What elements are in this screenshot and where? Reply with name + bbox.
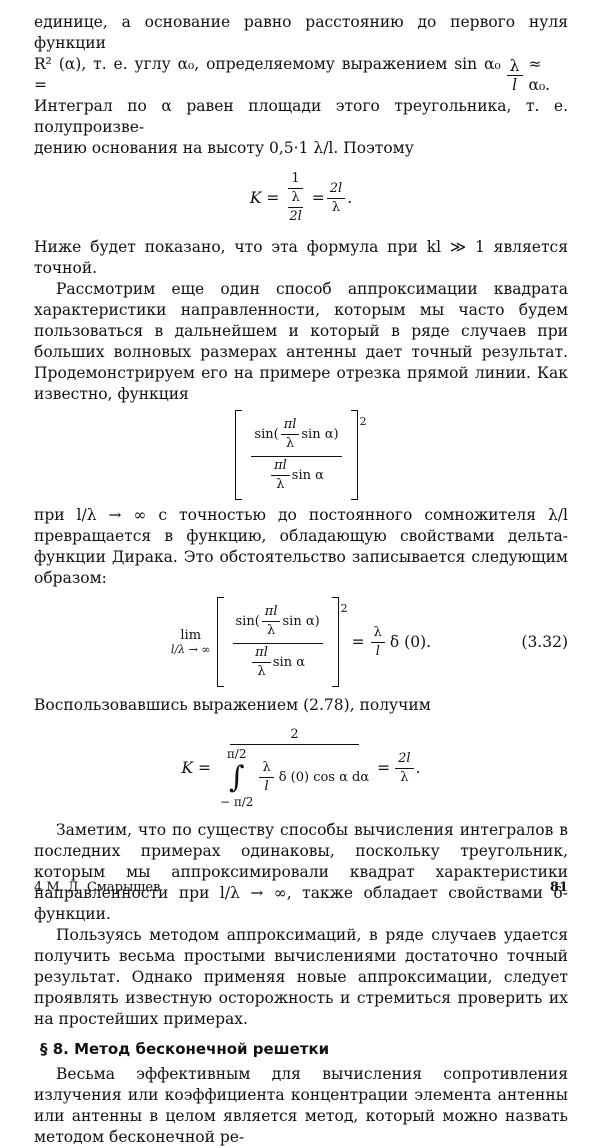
fraction-numerator: λ [506,57,523,76]
eq3-inner-fraction: πl λ [261,603,281,640]
eq3-den-den: λ [257,664,266,679]
eq3-lim-sub: l/λ → ∞ [170,643,211,656]
fraction-denominator: l [512,75,518,94]
eq1-nested-fraction: λ 2l [286,189,304,226]
eq3-den-fraction: πl λ [252,644,271,681]
eq1-nested-num: λ [288,189,303,208]
page-number: 81 [549,880,568,895]
text-line-2: R² (α), т. е. углу α₀, определяемому выр… [34,54,568,96]
eq1-nested-den: 2l [289,209,302,224]
eq3-numerator: sin( πl λ sin α) [232,603,323,644]
integral-upper-limit: π/2 [226,746,247,761]
eq4-res-den: λ [400,769,409,785]
eq3-rhs-fraction: λ l [370,624,385,661]
eq3-den-num: πl [252,644,271,663]
eq1-den: λ 2l [281,189,309,226]
eq3-power: 2 [340,601,348,615]
line-2-start: R² (α), т. е. углу α₀, определяемому выр… [34,55,501,94]
eq3-rhs-den: l [375,643,380,659]
equation-directivity-squared: sin( πl λ sin α) πl λ sin α 2 [34,409,568,501]
eq3-inner-num: πl [261,603,281,622]
eq2-den-tail: sin α [291,467,324,483]
eq1-fraction-1: 1 λ 2l [281,170,309,226]
paragraph-approximation: Рассмотрим еще один способ аппроксимации… [34,280,568,403]
integral-sign: π/2 ∫ − π/2 [220,745,253,811]
eq2-den-num: πl [271,457,290,476]
eq2-inner-fraction: πl λ [280,416,300,453]
eq3-delta: δ (0). [389,633,432,651]
eq2-den-fraction: πl λ [271,457,290,494]
eq3-inner-den: λ [267,623,276,638]
eq3-equals: = [351,633,365,651]
paragraph-infinite-array: Весьма эффективным для вычисления сопрот… [34,1065,568,1146]
eq1-lhs: K = [249,189,280,207]
eq3-bracket: sin( πl λ sin α) πl λ sin α [216,597,339,687]
eq1-den2: λ [331,199,341,215]
eq2-bracket: sin( πl λ sin α) πl λ sin α [235,410,358,500]
integral-lower-limit: − π/2 [220,794,254,809]
eq3-sin-open: sin( [235,613,260,629]
eq4-num: 2 [230,726,359,745]
eq1-period: . [347,189,353,207]
eq2-denominator: πl λ sin α [266,457,327,494]
footer-signature: 4 М. Д. Смарышев [34,880,161,895]
eq2-inner-den: λ [285,436,295,451]
eq4-den: π/2 ∫ − π/2 λ l δ (0) cos α dα [217,745,372,811]
eq3-lim-word: lim [180,628,202,643]
eq3-inner-tail: sin α) [282,613,320,629]
eq2-power: 2 [359,414,367,428]
text-line-3: Интеграл по α равен площади этого треуго… [34,97,568,136]
eq2-inner-tail: sin α) [301,426,339,442]
integral-symbol: ∫ [228,759,245,795]
eq1-num2: 2l [326,180,346,199]
equation-number: (3.32) [521,633,568,651]
eq2-den-den: λ [276,477,285,492]
eq3-den-tail: sin α [272,654,305,670]
section-heading: § 8. Метод бесконечной решетки [40,1040,330,1058]
eq3-rhs-num: λ [370,624,385,643]
eq4-lhs: K = [181,759,212,777]
eq1-num: 1 [288,170,303,189]
eq1-equals: = [311,189,325,207]
equation-k-delta: K = 2 π/2 ∫ − π/2 λ l δ (0) cos α dα = 2… [34,720,568,816]
paragraph-method: Пользуясь методом аппроксимаций, в ряде … [34,926,568,1028]
equation-3-32: lim l/λ → ∞ sin( πl λ sin α) πl λ [34,593,568,691]
eq2-main-fraction: sin( πl λ sin α) πl λ sin α [251,416,342,494]
eq4-result: 2l λ [395,750,414,787]
text-line-1: единице, а основание равно расстоянию до… [34,13,568,52]
lambda-over-l-fraction: λ l [506,57,523,94]
text-line-5: Ниже будет показано, что эта формула при… [34,238,568,277]
eq3-limit: lim l/λ → ∞ [171,628,211,656]
eq4-equals: = [377,759,391,777]
eq1-fraction-2: 2l λ [326,180,346,217]
paragraph-note: Заметим, что по существу способы вычисле… [34,821,568,923]
eq2-sin-open: sin( [254,426,279,442]
eq3-main-fraction: sin( πl λ sin α) πl λ sin α [232,603,323,681]
line-2-end: ≈ α₀. [528,55,551,94]
eq4-int-tail: δ (0) cos α dα [278,769,370,785]
eq3-denominator: πl λ sin α [247,644,308,681]
page-body: единице, а основание равно расстоянию до… [34,12,568,1148]
eq4-int-num: λ [259,759,274,778]
equation-k-triangle: K = 1 λ 2l = 2l λ . [34,163,568,233]
eq4-fraction: 2 π/2 ∫ − π/2 λ l δ (0) cos α dα [217,726,372,811]
text-using-expression: Воспользовавшись выражением (2.78), полу… [34,696,431,714]
eq4-int-den: l [264,779,269,794]
paragraph-delta: при l/λ → ∞ с точностью до постоянного с… [34,506,568,587]
eq4-res-num: 2l [395,750,414,769]
eq4-period: . [415,759,421,777]
text-line-4: дению основания на высоту 0,5·1 λ/l. Поэ… [34,139,414,157]
eq4-int-fraction: λ l [259,759,274,796]
eq2-numerator: sin( πl λ sin α) [251,416,342,457]
eq2-inner-num: πl [280,416,300,435]
